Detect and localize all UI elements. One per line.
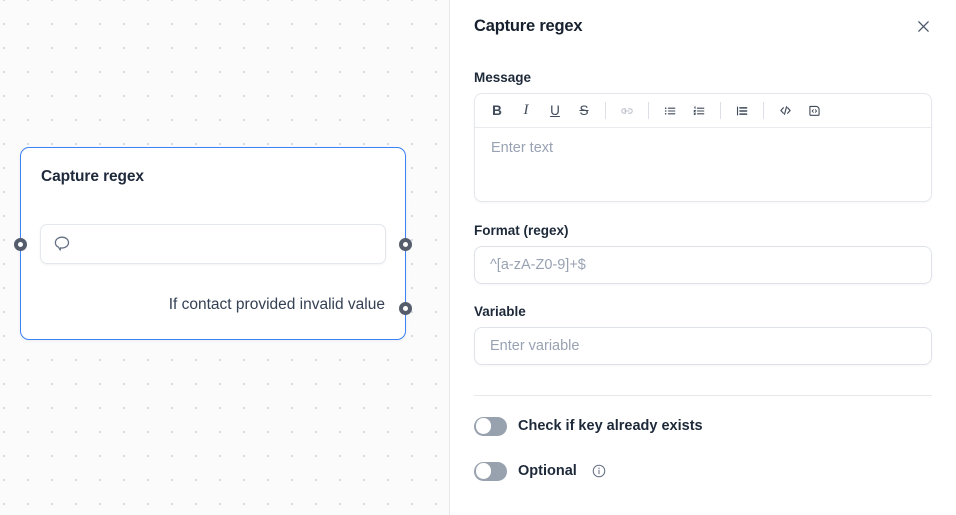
node-handle-output-branch[interactable] (398, 302, 412, 315)
format-regex-input[interactable] (474, 246, 932, 284)
toggle-row-optional: Optional (474, 459, 932, 483)
bold-icon[interactable]: B (492, 102, 502, 118)
toolbar-divider (648, 102, 649, 119)
panel-title: Capture regex (474, 17, 583, 35)
optional-toggle[interactable] (474, 461, 507, 481)
node-title: Capture regex (41, 168, 144, 185)
code-block-icon[interactable] (800, 98, 828, 124)
editor-toolbar: B I U S (475, 94, 931, 128)
toolbar-divider (605, 102, 606, 119)
underline-icon[interactable]: U (550, 102, 560, 118)
strikethrough-icon[interactable]: S (579, 102, 589, 118)
optional-label: Optional (518, 463, 577, 479)
node-branch-label: If contact provided invalid value (168, 296, 385, 313)
toggle-knob (475, 418, 492, 434)
link-icon[interactable] (613, 98, 641, 124)
node-handle-input[interactable] (13, 238, 27, 251)
flow-canvas[interactable]: Capture regex If contact provided invali… (0, 0, 449, 515)
node-message-field[interactable] (40, 224, 386, 264)
flow-node-capture-regex[interactable]: Capture regex If contact provided invali… (20, 147, 406, 340)
info-icon[interactable] (591, 463, 608, 480)
panel-header: Capture regex (474, 0, 932, 37)
align-left-icon[interactable] (728, 98, 756, 124)
bulleted-list-icon[interactable] (656, 98, 684, 124)
toggle-row-check-key-exists: Check if key already exists (474, 414, 932, 438)
properties-panel: Capture regex Message B I U S (449, 0, 956, 515)
close-icon[interactable] (912, 15, 934, 37)
toolbar-divider (763, 102, 764, 119)
speech-bubble-icon (53, 235, 71, 253)
toggle-knob (475, 463, 492, 479)
node-handle-output-main[interactable] (398, 238, 412, 251)
message-editor-body[interactable]: Enter text (491, 140, 554, 156)
inline-code-icon[interactable] (771, 98, 799, 124)
message-editor[interactable]: B I U S (474, 93, 932, 202)
format-label: Format (regex) (474, 223, 569, 238)
italic-icon[interactable]: I (523, 102, 529, 118)
check-key-exists-label: Check if key already exists (518, 418, 703, 434)
variable-input[interactable] (474, 327, 932, 365)
message-label: Message (474, 70, 532, 85)
check-key-exists-toggle[interactable] (474, 416, 507, 436)
toolbar-divider (720, 102, 721, 119)
numbered-list-icon[interactable] (685, 98, 713, 124)
variable-label: Variable (474, 304, 526, 319)
panel-divider (474, 395, 932, 396)
